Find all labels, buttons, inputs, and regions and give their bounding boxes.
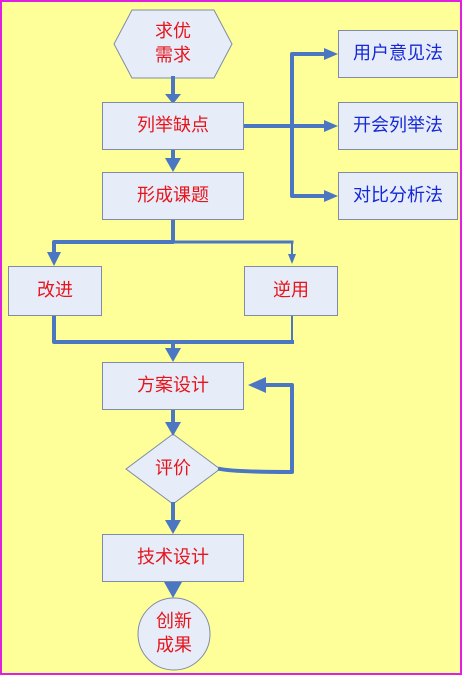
improve-label: 改进 bbox=[37, 280, 73, 301]
connector-feedback-loop bbox=[217, 383, 294, 474]
methods-bracket bbox=[290, 52, 328, 198]
method-meeting-list-label: 开会列举法 bbox=[353, 115, 443, 136]
reverse-label: 逆用 bbox=[273, 280, 309, 301]
scheme-design-box: 方案设计 bbox=[102, 362, 244, 410]
reverse-box: 逆用 bbox=[244, 266, 338, 316]
arrowhead-improve bbox=[47, 252, 61, 266]
start-node: 求优 需求 bbox=[114, 10, 232, 78]
arrowhead-meeting-list bbox=[324, 120, 338, 132]
evaluate-label: 评价 bbox=[155, 458, 191, 479]
arrowhead-reverse bbox=[288, 254, 296, 264]
list-defects-box: 列举缺点 bbox=[102, 102, 244, 150]
connector-merge bbox=[52, 314, 294, 344]
method-comparison-label: 对比分析法 bbox=[353, 185, 443, 206]
improve-box: 改进 bbox=[8, 266, 102, 316]
method-comparison-box: 对比分析法 bbox=[338, 172, 458, 220]
evaluate-node: 评价 bbox=[126, 434, 220, 504]
arrowhead-scheme bbox=[165, 348, 181, 362]
start-hexagon bbox=[113, 9, 233, 79]
method-user-opinion-label: 用户意见法 bbox=[353, 43, 443, 64]
tech-design-label: 技术设计 bbox=[137, 547, 209, 568]
result-line2: 成果 bbox=[156, 635, 192, 656]
result-node: 创新 成果 bbox=[138, 598, 210, 670]
arrowhead-result bbox=[164, 582, 182, 598]
start-node-line2: 需求 bbox=[155, 45, 191, 66]
start-node-line1: 求优 bbox=[155, 21, 191, 42]
arrowhead-topic bbox=[165, 158, 181, 172]
list-defects-label: 列举缺点 bbox=[137, 115, 209, 136]
arrowhead-comparison bbox=[324, 190, 338, 202]
arrowhead-user-opinion bbox=[324, 48, 338, 60]
arrowhead-feedback bbox=[248, 377, 266, 393]
tech-design-box: 技术设计 bbox=[102, 534, 244, 582]
form-topic-box: 形成课题 bbox=[102, 172, 244, 220]
arrowhead-evaluate bbox=[165, 422, 181, 436]
arrowhead-tech bbox=[165, 520, 181, 534]
connector-topic-split bbox=[52, 218, 175, 256]
method-user-opinion-box: 用户意见法 bbox=[338, 30, 458, 78]
scheme-design-label: 方案设计 bbox=[137, 375, 209, 396]
result-circle bbox=[137, 597, 211, 671]
arrowhead-list bbox=[165, 94, 181, 104]
method-meeting-list-box: 开会列举法 bbox=[338, 102, 458, 150]
form-topic-label: 形成课题 bbox=[137, 185, 209, 206]
result-line1: 创新 bbox=[156, 611, 192, 632]
